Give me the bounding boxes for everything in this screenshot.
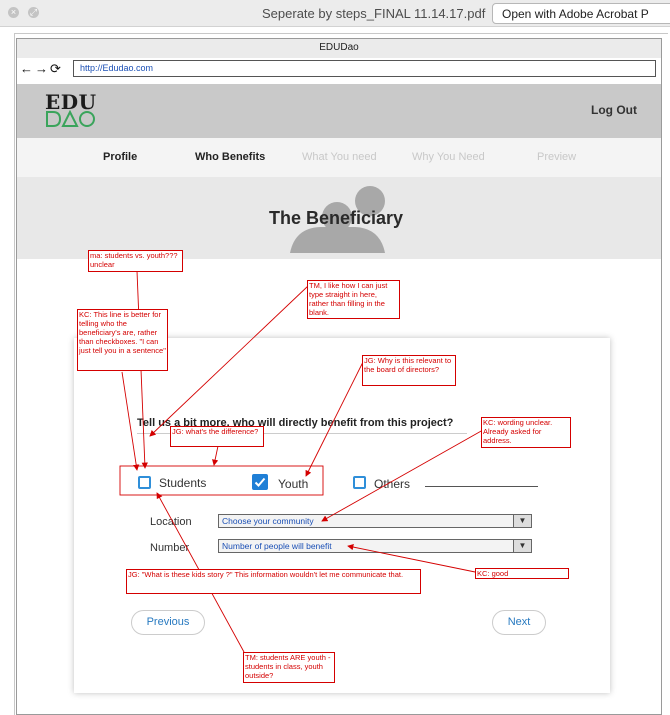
tab-profile[interactable]: Profile	[103, 151, 138, 163]
close-icon[interactable]: ×	[8, 7, 19, 18]
logo-text: EDU	[45, 90, 97, 114]
annotation-note: KC: good	[475, 568, 569, 579]
tab-who-benefits[interactable]: Who Benefits	[195, 151, 266, 163]
annotation-note: ma: students vs. youth??? unclear	[88, 250, 183, 272]
tab-preview[interactable]: Preview	[537, 151, 577, 163]
others-label: Others	[374, 477, 411, 491]
browser-nav-controls[interactable]: ←→⟳	[20, 61, 63, 76]
site-header	[17, 84, 661, 138]
annotation-note: JG: Why is this relevant to the board of…	[362, 355, 456, 386]
people-placeholder-icon	[290, 186, 385, 253]
number-label: Number	[150, 542, 190, 554]
chevron-down-icon[interactable]: ▼	[513, 540, 531, 552]
location-select[interactable]: Choose your community	[218, 514, 532, 528]
tab-why-you-need[interactable]: Why You Need	[412, 151, 485, 163]
open-with-acrobat-button[interactable]: Open with Adobe Acrobat P	[492, 3, 670, 24]
chevron-down-icon[interactable]: ▼	[513, 515, 531, 527]
logout-link[interactable]: Log Out	[591, 103, 637, 117]
location-select-value: Choose your community	[222, 516, 314, 526]
browser-window-title: EDUDao	[17, 39, 661, 58]
others-text-line[interactable]	[425, 486, 538, 487]
document-title: Seperate by steps_FINAL 11.14.17.pdf	[262, 6, 486, 21]
annotation-note: KC: This line is better for telling who …	[77, 309, 168, 371]
page-title: The Beneficiary	[269, 208, 404, 228]
youth-checkbox[interactable]	[252, 474, 268, 490]
annotation-note: JG: "What is these kids story ?" This in…	[126, 569, 421, 594]
students-checkbox[interactable]	[138, 476, 151, 489]
number-select-value: Number of people will benefit	[222, 541, 332, 551]
annotation-note: TM: students ARE youth - students in cla…	[243, 652, 335, 683]
logo-mark-icon	[46, 110, 95, 127]
step-tabs-bar	[17, 138, 661, 177]
fullscreen-icon[interactable]: ⤢	[28, 7, 39, 18]
youth-label: Youth	[278, 477, 309, 491]
students-label: Students	[159, 476, 207, 490]
url-input[interactable]: http://Edudao.com	[73, 60, 656, 77]
tab-what-you-need[interactable]: What You need	[302, 151, 377, 163]
others-checkbox[interactable]	[353, 476, 366, 489]
check-icon	[254, 477, 266, 487]
number-select[interactable]: Number of people will benefit	[218, 539, 532, 553]
annotation-note: JG: what's the difference?	[170, 426, 264, 447]
annotation-note: TM, I like how I can just type straight …	[307, 280, 400, 319]
location-label: Location	[150, 516, 192, 528]
annotation-note: KC: wording unclear. Already asked for a…	[481, 417, 571, 448]
previous-button[interactable]: Previous	[131, 610, 205, 635]
next-button[interactable]: Next	[492, 610, 546, 635]
